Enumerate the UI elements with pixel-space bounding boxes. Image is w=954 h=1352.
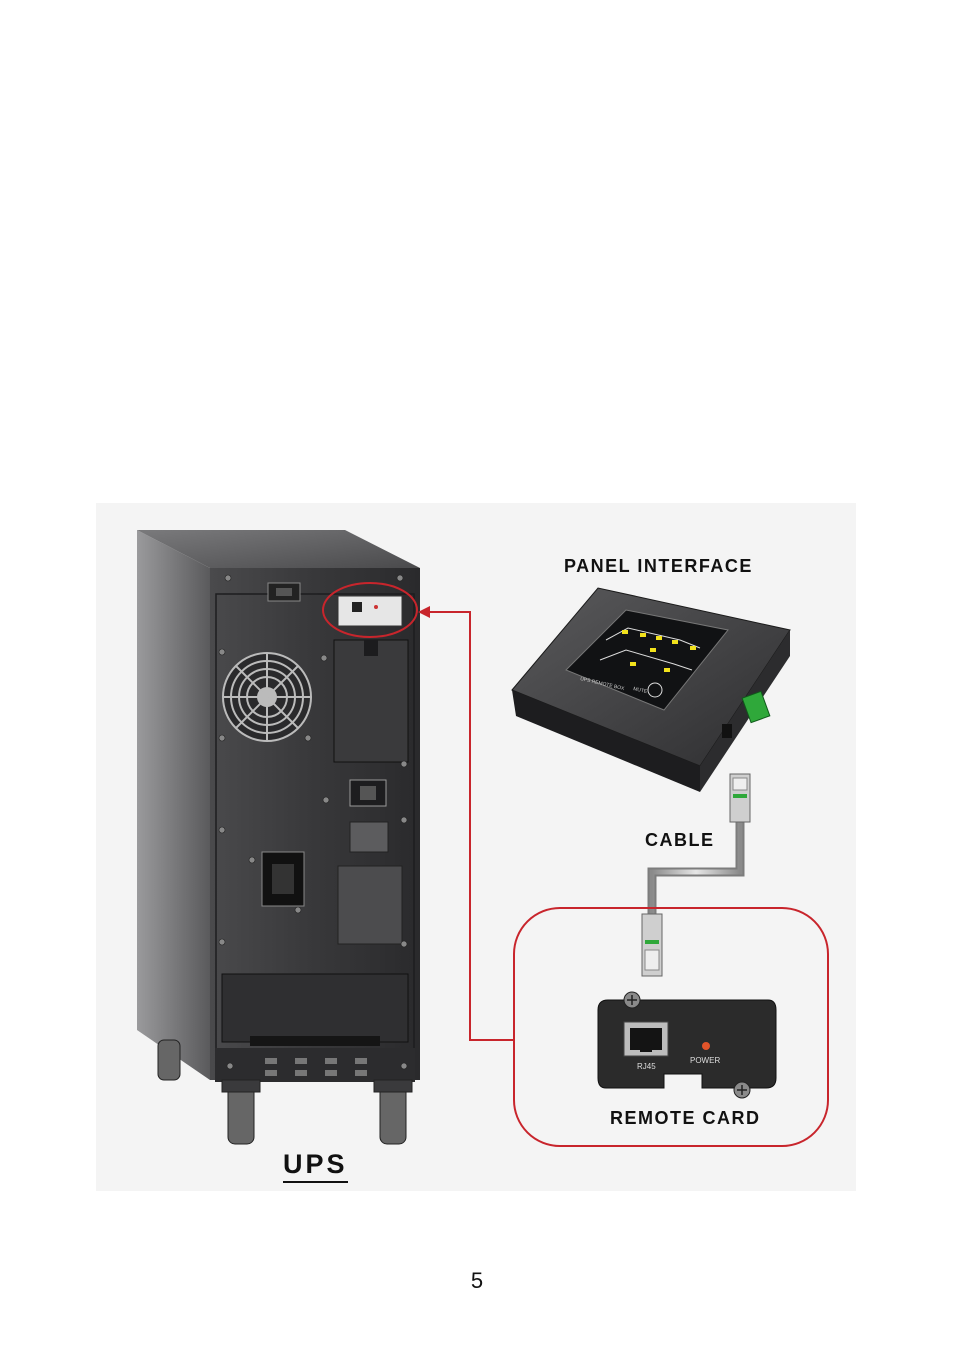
power-led (702, 1042, 710, 1050)
rj45-port (630, 1028, 662, 1050)
terminal-block (741, 690, 771, 724)
network-cable (641, 773, 751, 977)
remote-card (597, 991, 777, 1099)
cover-plate (333, 639, 409, 763)
power-text: POWER (690, 1056, 720, 1065)
panel-interface-label: PANEL INTERFACE (564, 556, 753, 576)
ups-cabinet (137, 530, 420, 1145)
remote-card-highlight (513, 907, 829, 1147)
highlight-ellipse (322, 582, 418, 638)
page-number: 5 (470, 1268, 484, 1293)
panel-mute-text: MUTE (633, 686, 649, 695)
cable-label: CABLE (645, 830, 715, 850)
rj45-text: RJ45 (637, 1062, 656, 1071)
ups-label: UPS (283, 1148, 348, 1183)
cooling-fan (222, 652, 312, 742)
arrow-head (418, 606, 430, 618)
caster-wheels (157, 1039, 413, 1145)
battery-panel (221, 973, 409, 1043)
connection-arrow-line (428, 611, 514, 1041)
remote-card-slot (337, 595, 403, 627)
remote-card-label: REMOTE CARD (610, 1108, 761, 1128)
panel-interface-box (511, 587, 791, 792)
